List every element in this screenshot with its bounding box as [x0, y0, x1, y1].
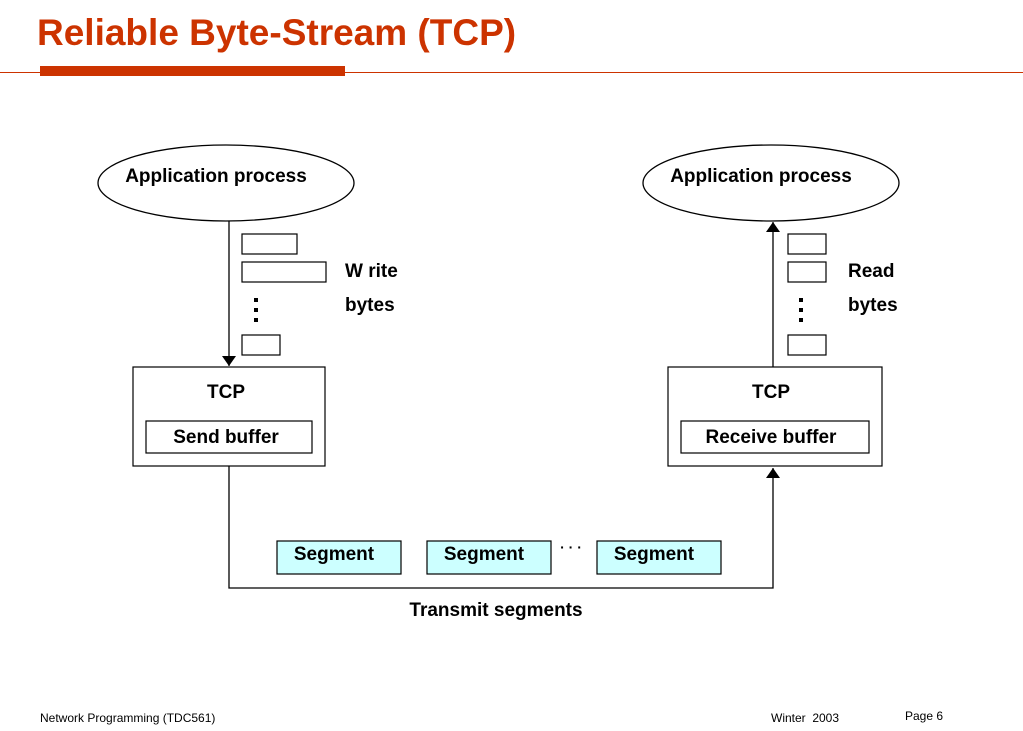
segment-ellipsis: · · ·: [560, 539, 582, 555]
footer-term: Winter 2003: [771, 711, 840, 725]
sender-app-process-ellipse: [97, 144, 355, 222]
transmit-path: Segment Segment · · · Segment Transmit s…: [228, 466, 780, 621]
footer-course-name: Network Programming (TDC561): [40, 711, 216, 725]
receiver-app-process-ellipse: [642, 144, 900, 222]
sender-tcp-label: TCP: [207, 382, 245, 403]
sender-app-process-label: Application process: [125, 166, 307, 187]
read-vertical-ellipsis: [799, 298, 803, 322]
segment-box-1: [276, 540, 402, 575]
receive-buffer-label: Receive buffer: [706, 427, 838, 448]
write-label: W rite: [345, 261, 398, 282]
write-byte-block-1: [241, 233, 298, 255]
write-byte-block-3: [241, 334, 281, 356]
transmit-line: [228, 466, 780, 589]
segment-label-2: Segment: [444, 544, 525, 565]
write-bytes-label: bytes: [345, 295, 395, 316]
segment-box-2: [426, 540, 552, 575]
send-buffer-label: Send buffer: [173, 427, 279, 448]
read-byte-block-2: [787, 261, 827, 283]
segment-label-3: Segment: [614, 544, 695, 565]
read-label: Read: [848, 261, 894, 282]
transmit-segments-label: Transmit segments: [409, 600, 582, 621]
receiver-app-process-label: Application process: [670, 166, 852, 187]
segment-label-1: Segment: [294, 544, 375, 565]
write-vertical-ellipsis: [254, 298, 258, 322]
send-buffer-box: [145, 420, 313, 454]
sender-side: Application process W rite bytes TCP Sen…: [97, 144, 398, 467]
footer-page-number: Page 6: [905, 709, 944, 723]
receiver-tcp-label: TCP: [752, 382, 790, 403]
read-byte-block-1: [787, 233, 827, 255]
segment-box-3: [596, 540, 722, 575]
write-byte-block-2: [241, 261, 327, 283]
slide-title: Reliable Byte-Stream (TCP): [37, 12, 517, 53]
read-bytes-label: bytes: [848, 295, 898, 316]
title-accent-bar: [40, 66, 345, 76]
title-rule: [0, 72, 1023, 73]
receive-buffer-box: [680, 420, 870, 454]
receiver-side: Application process Read bytes TCP Recei…: [642, 144, 900, 467]
read-byte-block-3: [787, 334, 827, 356]
